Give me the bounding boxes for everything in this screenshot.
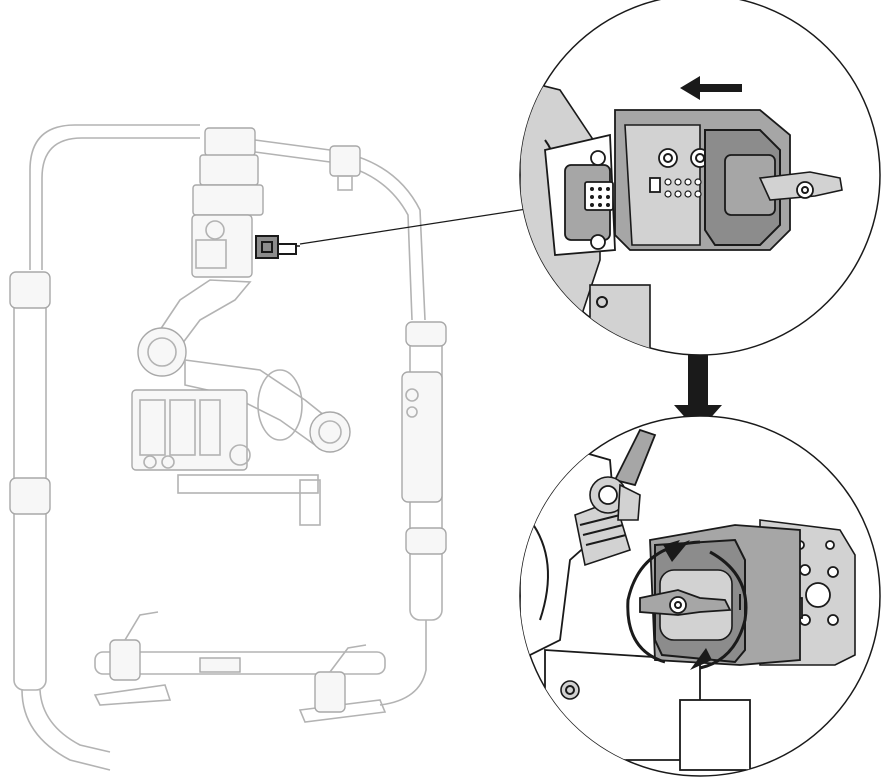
arrow-left-icon <box>680 76 742 100</box>
zoom-detail-bottom <box>519 415 881 777</box>
left-upper-grip <box>9 271 51 309</box>
connector-location-marker <box>255 235 300 259</box>
arrow-down-icon <box>674 355 722 432</box>
left-lower-grip <box>9 477 51 515</box>
callout-leader-line <box>299 207 534 245</box>
right-handle-mount <box>401 371 443 503</box>
rotate-arrows-icon <box>626 540 748 670</box>
zoom-detail-top <box>519 0 881 356</box>
gimbal-frame-illustration <box>9 124 447 771</box>
camera-body <box>131 389 248 471</box>
